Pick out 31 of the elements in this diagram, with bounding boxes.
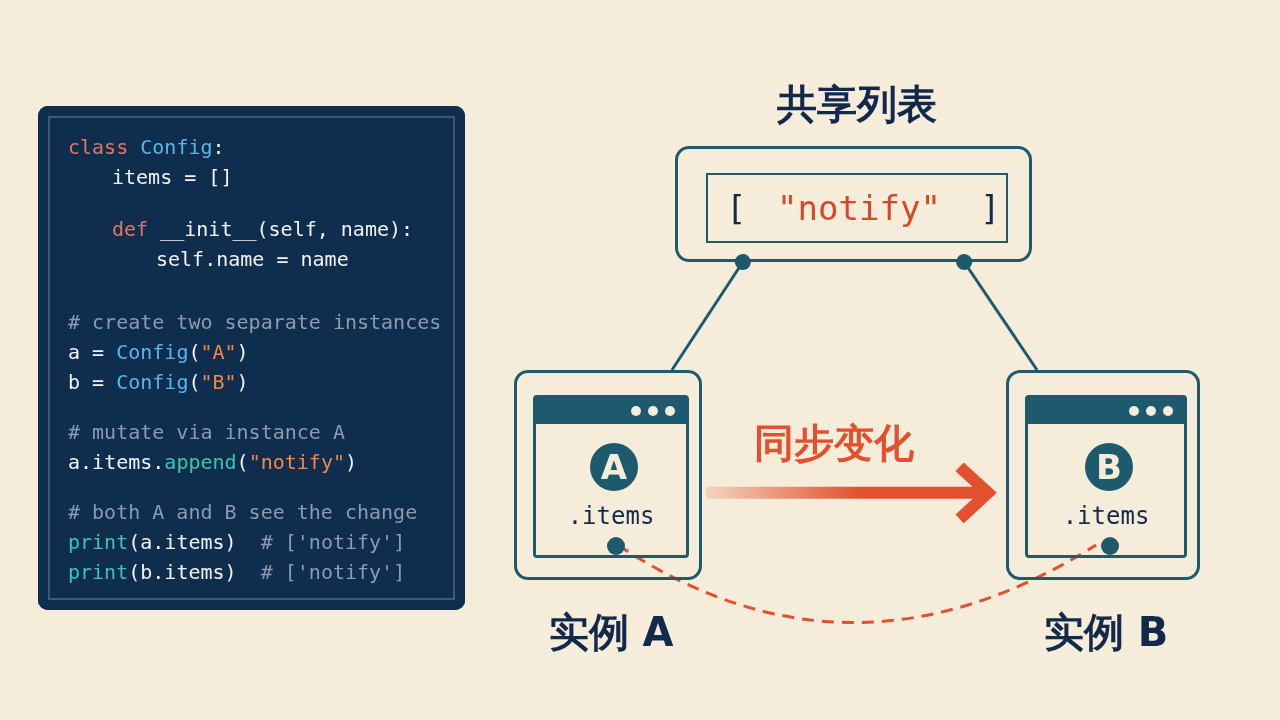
- connector-line: [670, 254, 751, 371]
- list-item: "notify": [776, 187, 942, 230]
- window-panel: [533, 395, 689, 558]
- code-line: self.name = name: [156, 246, 349, 273]
- letter-badge: B: [1085, 443, 1133, 491]
- bracket: ]: [980, 187, 1001, 230]
- bracket: [: [726, 187, 747, 230]
- code-line: a = Config("A"): [68, 339, 249, 366]
- code-line: items = []: [112, 164, 233, 191]
- field-label: .items: [566, 501, 656, 532]
- code-line: print(b.items) # ['notify']: [68, 559, 406, 586]
- code-line: print(a.items) # ['notify']: [68, 529, 406, 556]
- letter-badge: A: [590, 443, 638, 491]
- field-label: .items: [1061, 501, 1151, 532]
- code-panel: [38, 106, 465, 610]
- code-line: class Config:: [68, 134, 225, 161]
- heading: 共享列表: [775, 80, 938, 129]
- connector-line: [956, 254, 1039, 371]
- code-line: # mutate via instance A: [68, 419, 345, 446]
- code-line: b = Config("B"): [68, 369, 249, 396]
- window-panel: [1025, 395, 1187, 558]
- pointer-dot: [1101, 537, 1119, 555]
- code-line: # create two separate instances: [68, 309, 442, 336]
- array-box: [706, 173, 1008, 243]
- arrow: [706, 464, 994, 521]
- code-line: a.items.append("notify"): [68, 449, 358, 476]
- code-line: def __init__(self, name):: [112, 216, 414, 243]
- code-line: # both A and B see the change: [68, 499, 418, 526]
- pointer-dot: [607, 537, 625, 555]
- heading: 实例 B: [1042, 608, 1170, 657]
- heading: 实例 A: [547, 608, 675, 657]
